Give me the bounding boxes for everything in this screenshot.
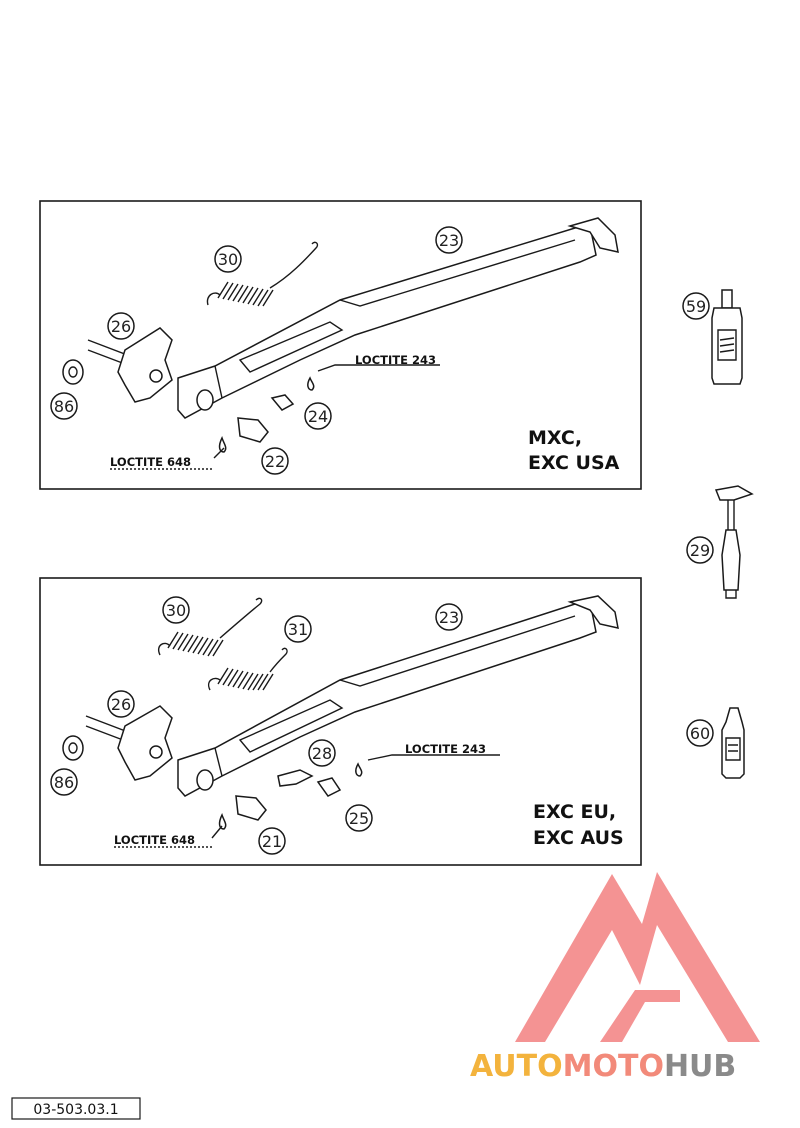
bolt-illustration [218, 762, 363, 830]
callout-30: 30 [214, 245, 242, 273]
callout-label: 31 [288, 620, 308, 639]
callout-label: 26 [111, 695, 131, 714]
callout-23: 23 [435, 226, 463, 254]
callout-24: 24 [304, 402, 332, 430]
callout-label: 23 [439, 608, 459, 627]
callout-59: 59 [682, 292, 710, 320]
callout-23: 23 [435, 603, 463, 631]
callout-label: 22 [265, 452, 285, 471]
side-stand-leg-illustration [177, 217, 619, 419]
side-stand-leg-illustration [177, 595, 619, 797]
diagram-code-box: 03-503.03.1 [11, 1097, 141, 1120]
callout-label: 60 [690, 724, 710, 743]
callout-30: 30 [162, 596, 190, 624]
callout-label: 28 [312, 744, 332, 763]
callout-label: 30 [166, 601, 186, 620]
grease-tube-illustration [711, 289, 743, 385]
callout-21: 21 [258, 827, 286, 855]
bolt-illustration [218, 376, 315, 453]
callout-26: 26 [107, 690, 135, 718]
callout-label: 24 [308, 407, 328, 426]
callout-label: 26 [111, 317, 131, 336]
logo-text-auto: AUTO [470, 1049, 563, 1084]
diagram-code: 03-503.03.1 [33, 1102, 118, 1118]
logo-triangle-mark [515, 872, 760, 1042]
loctite-label: LOCTITE 243 [405, 742, 486, 756]
logo-text-hub: HUB [664, 1049, 736, 1084]
spring-illustration [206, 241, 319, 307]
panel-frame [39, 577, 642, 866]
callout-25: 25 [345, 804, 373, 832]
spring-illustration-2 [208, 647, 288, 691]
callout-86: 86 [50, 768, 78, 796]
variant-label: EXC AUS [533, 827, 624, 849]
callout-31: 31 [284, 615, 312, 643]
callout-label: 86 [54, 773, 74, 792]
loctite-label: LOCTITE 648 [114, 833, 195, 847]
logo-text-moto: MOTO [563, 1049, 664, 1084]
pivot-bracket-illustration [62, 327, 173, 403]
callout-label: 23 [439, 231, 459, 250]
callout-28: 28 [308, 739, 336, 767]
loctite-label: LOCTITE 648 [110, 455, 191, 469]
variant-label: EXC USA [528, 452, 620, 474]
variant-label: EXC EU, [533, 801, 616, 823]
callout-label: 86 [54, 397, 74, 416]
panel-frame [39, 200, 642, 490]
callout-29: 29 [686, 536, 714, 564]
variant-label: MXC, [528, 427, 582, 449]
loctite-bottle-illustration [721, 707, 745, 779]
panel-exc-eu-exc-aus: 30 31 23 26 86 28 25 21 LOCTI [39, 577, 642, 866]
logo-inner-mark [600, 990, 680, 1042]
callout-label: 59 [686, 297, 706, 316]
spring-illustration [158, 597, 263, 657]
callout-60: 60 [686, 719, 714, 747]
side-parts: 59 29 60 [682, 289, 754, 779]
svg-text:AUTOMOTOHUB: AUTOMOTOHUB [470, 1049, 736, 1084]
callout-label: 30 [218, 250, 238, 269]
callout-86: 86 [50, 392, 78, 420]
automotohub-logo: AUTOMOTOHUB [470, 872, 760, 1084]
pivot-bracket-illustration [62, 705, 173, 781]
loctite-label: LOCTITE 243 [355, 353, 436, 367]
callout-26: 26 [107, 312, 135, 340]
callout-label: 25 [349, 809, 369, 828]
callout-label: 29 [690, 541, 710, 560]
callout-label: 21 [262, 832, 282, 851]
special-tool-illustration [714, 485, 754, 599]
panel-mxc-exc-usa: 30 23 26 86 24 22 LOCTITE 243 LOCTITE 64… [39, 200, 642, 490]
callout-22: 22 [261, 447, 289, 475]
